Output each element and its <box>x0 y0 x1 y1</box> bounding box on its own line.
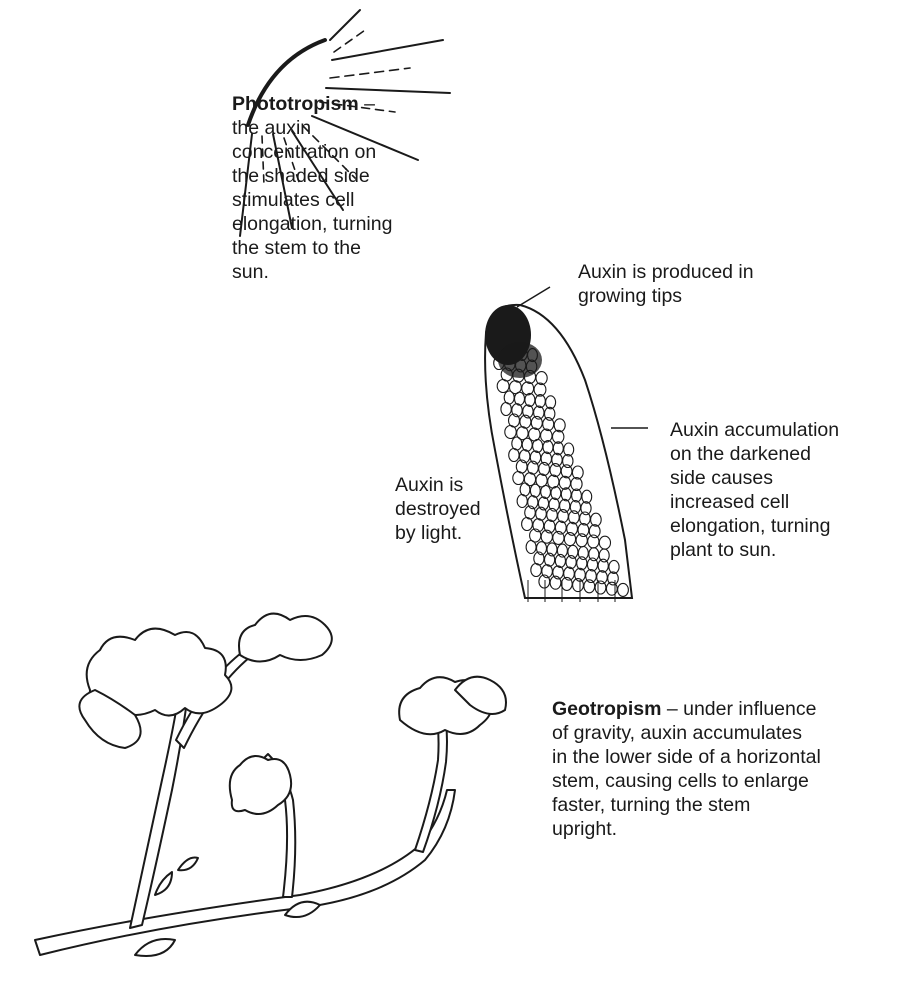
geotropism-plant-illustration <box>35 614 506 956</box>
phototropism-line: elongation, turning <box>232 212 442 236</box>
geotropism-term: Geotropism <box>552 698 661 720</box>
label-line: destroyed <box>395 497 481 521</box>
phototropism-caption: Phototropism – the auxin concentration o… <box>232 92 442 284</box>
geotropism-line: faster, turning the stem <box>552 793 892 817</box>
label-line: Auxin is <box>395 473 481 497</box>
phototropism-line: the shaded side <box>232 164 442 188</box>
label-line: plant to sun. <box>670 538 839 562</box>
phototropism-term: Phototropism <box>232 93 359 115</box>
label-line: increased cell <box>670 490 839 514</box>
label-auxin-destroyed: Auxin is destroyed by light. <box>395 473 481 545</box>
geotropism-caption: Geotropism – under influence of gravity,… <box>552 697 892 841</box>
geotropism-line: upright. <box>552 817 892 841</box>
label-line: elongation, turning <box>670 514 839 538</box>
label-line: Auxin is produced in <box>578 260 754 284</box>
geotropism-line: stem, causing cells to enlarge <box>552 769 892 793</box>
geotropism-first-line: – under influence <box>661 698 816 720</box>
label-auxin-accumulation: Auxin accumulation on the darkened side … <box>670 418 839 562</box>
phototropism-dash: – <box>359 93 375 115</box>
geotropism-line: in the lower side of a horizontal <box>552 745 892 769</box>
label-line: by light. <box>395 521 481 545</box>
plant-tip-illustration <box>485 305 632 602</box>
label-line: side causes <box>670 466 839 490</box>
phototropism-line: the stem to the <box>232 236 442 260</box>
label-line: on the darkened <box>670 442 839 466</box>
label-line: growing tips <box>578 284 754 308</box>
geotropism-line: of gravity, auxin accumulates <box>552 721 892 745</box>
phototropism-line: the auxin <box>232 116 442 140</box>
phototropism-line: sun. <box>232 260 442 284</box>
label-line: Auxin accumulation <box>670 418 839 442</box>
phototropism-line: concentration on <box>232 140 442 164</box>
label-auxin-produced: Auxin is produced in growing tips <box>578 260 754 308</box>
leader-line-growing-tips <box>517 287 550 307</box>
phototropism-line: stimulates cell <box>232 188 442 212</box>
